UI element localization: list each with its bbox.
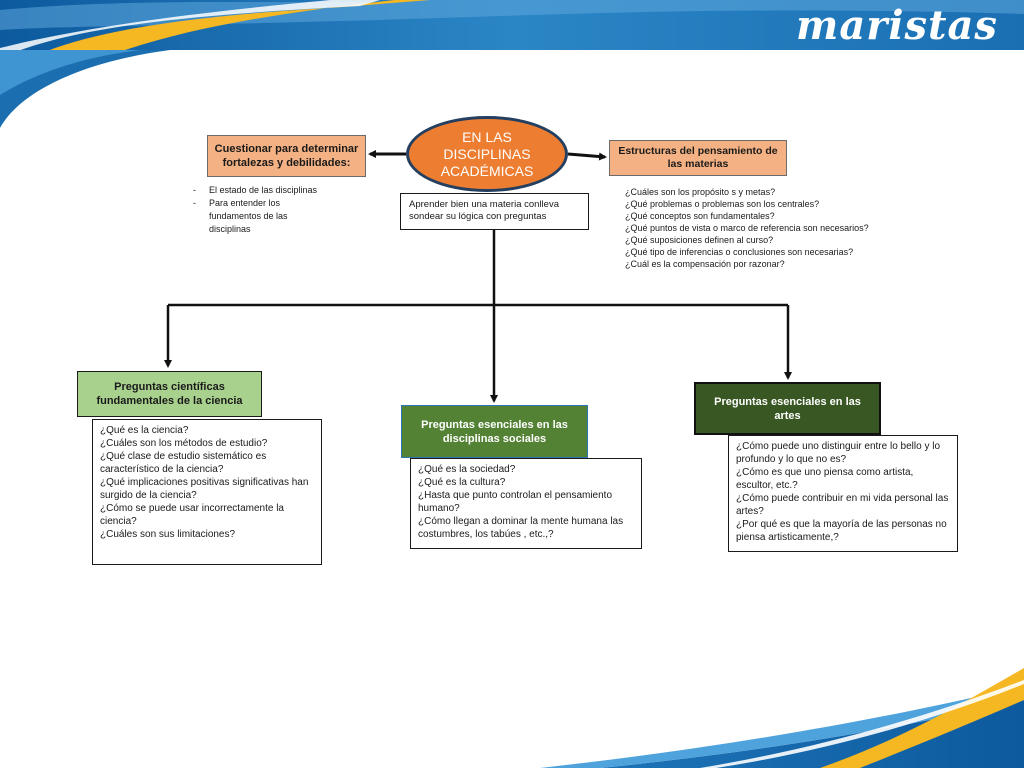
bullet-text: El estado de las disciplinas [209, 185, 318, 195]
science-box: Preguntas científicas fundamentales de l… [77, 371, 262, 417]
science-box-title: Preguntas científicas fundamentales de l… [96, 381, 243, 407]
bullet-item: - Para entender los fundamentos de las d… [193, 197, 343, 236]
question-item: ¿Cómo llegan a dominar la mente humana l… [418, 516, 624, 540]
question-item: ¿Cuáles son los métodos de estudio? [100, 438, 268, 449]
question-item: ¿Por qué es que la mayoría de las person… [736, 519, 947, 543]
question-item: ¿Hasta que punto controlan el pensamient… [418, 490, 613, 514]
question-item: ¿Qué puntos de vista o marco de referenc… [625, 223, 869, 233]
footer-wave-blue [600, 700, 1024, 768]
arrow-to-right-box [567, 152, 607, 161]
center-note: Aprender bien una materia conlleva sonde… [400, 193, 589, 230]
center-node: EN LAS DISCIPLINAS ACADÉMICAS [406, 116, 568, 192]
center-note-text: Aprender bien una materia conlleva sonde… [409, 199, 559, 222]
question-item: ¿Cuál es la compensación por razonar? [625, 259, 785, 269]
question-item: ¿Cómo se puede usar incorrectamente la c… [100, 503, 284, 527]
science-questions: ¿Qué es la ciencia? ¿Cuáles son los méto… [92, 419, 322, 565]
arts-box-title: Preguntas esenciales en las artes [714, 395, 861, 422]
question-item: ¿Cómo es que uno piensa como artista, es… [736, 467, 914, 491]
bullet-marker: - [193, 185, 196, 195]
social-questions: ¿Qué es la sociedad? ¿Qué es la cultura?… [410, 458, 642, 549]
question-item: ¿Qué clase de estudio sistemático es car… [100, 451, 267, 475]
social-box-title: Preguntas esenciales en las disciplinas … [421, 418, 568, 445]
social-box: Preguntas esenciales en las disciplinas … [401, 405, 588, 458]
header-wave-white [0, 0, 380, 58]
question-item: ¿Qué implicaciones positivas significati… [100, 477, 309, 501]
center-node-label: EN LAS DISCIPLINAS ACADÉMICAS [440, 128, 534, 179]
question-item: ¿Qué problemas o problemas son los centr… [625, 199, 820, 209]
right-box-questions: ¿Cuáles son los propósito s y metas? ¿Qu… [625, 186, 885, 270]
left-box-title: Cuestionar para determinar fortalezas y … [214, 143, 359, 169]
question-item: ¿Cómo puede contribuir en mi vida person… [736, 493, 949, 517]
bullet-marker: - [193, 198, 196, 208]
question-item: ¿Qué es la ciencia? [100, 425, 189, 436]
question-item: ¿Qué es la cultura? [418, 477, 506, 488]
question-item: ¿Qué conceptos son fundamentales? [625, 211, 775, 221]
left-box-bullets: - El estado de las disciplinas - Para en… [193, 184, 343, 236]
bullet-item: - El estado de las disciplinas [193, 184, 343, 197]
question-item: ¿Qué suposiciones definen al curso? [625, 235, 774, 245]
arts-box: Preguntas esenciales en las artes [694, 382, 881, 435]
left-box: Cuestionar para determinar fortalezas y … [207, 135, 366, 177]
maristas-logo: maristas [796, 2, 998, 49]
question-item: ¿Cómo puede uno distinguir entre lo bell… [736, 441, 941, 465]
right-box: Estructuras del pensamiento de las mater… [609, 140, 787, 176]
arts-questions: ¿Cómo puede uno distinguir entre lo bell… [728, 435, 958, 552]
bullet-text: Para entender los fundamentos de las dis… [209, 198, 288, 234]
question-item: ¿Cuáles son los propósito s y metas? [625, 187, 776, 197]
question-item: ¿Qué tipo de inferencias o conclusiones … [625, 247, 854, 257]
header-wave-blue-left2 [0, 50, 140, 95]
question-item: ¿Cuáles son sus limitaciones? [100, 529, 236, 540]
question-item: ¿Qué es la sociedad? [418, 464, 516, 475]
right-box-title: Estructuras del pensamiento de las mater… [618, 145, 778, 170]
